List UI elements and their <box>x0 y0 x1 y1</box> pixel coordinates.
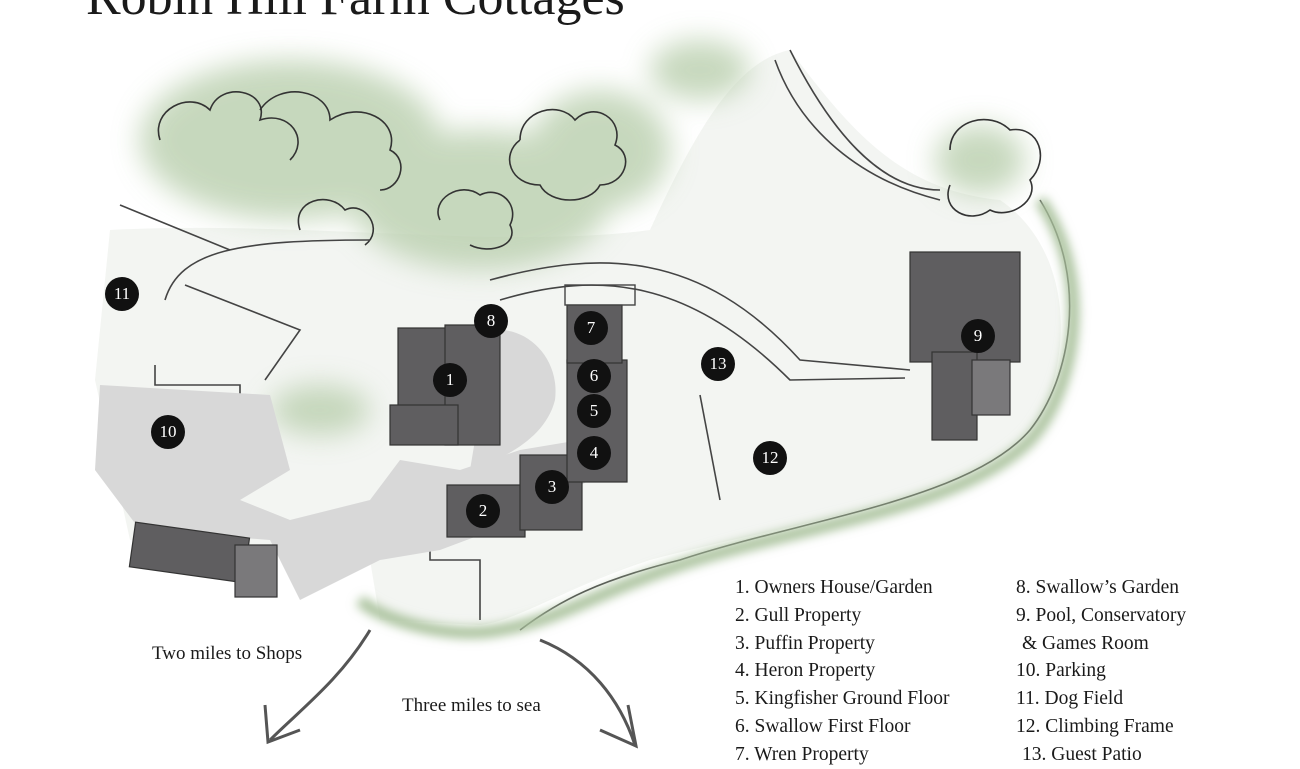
map-marker-5: 5 <box>577 394 611 428</box>
legend-right: 8. Swallow’s Garden 9. Pool, Conservator… <box>1016 574 1186 769</box>
map-marker-6: 6 <box>577 359 611 393</box>
legend-item: 8. Swallow’s Garden <box>1016 577 1180 598</box>
hedge <box>355 196 1080 639</box>
legend-item: 6. Swallow First Floor <box>735 715 911 737</box>
map-marker-1: 1 <box>433 363 467 397</box>
legend-item: 11. Dog Field <box>1016 688 1124 710</box>
legend-item: 3. Puffin Property <box>735 632 875 654</box>
shops-direction-label: Two miles to Shops <box>152 643 303 664</box>
map-marker-3: 3 <box>535 470 569 504</box>
sea-direction-label: Three miles to sea <box>402 695 541 716</box>
legend-item: 5. Kingfisher Ground Floor <box>735 688 950 710</box>
legend-item: 9. Pool, Conservatory <box>1016 604 1187 626</box>
legend-item: 10. Parking <box>1016 660 1106 682</box>
legend-item: 2. Gull Property <box>735 604 862 626</box>
map-title: Robin Hill Farm Cottages <box>86 0 625 27</box>
woodland <box>140 40 1025 435</box>
map-marker-12: 12 <box>753 441 787 475</box>
legend-item: 1. Owners House/Garden <box>735 577 933 598</box>
legend-item: 12. Climbing Frame <box>1016 715 1174 737</box>
map-marker-13: 13 <box>701 347 735 381</box>
tree-outlines <box>157 91 1042 250</box>
arrow-to-shops <box>268 629 372 742</box>
legend-left: 1. Owners House/Garden 2. Gull Property … <box>735 574 949 769</box>
map-marker-7: 7 <box>574 311 608 345</box>
legend-item: 7. Wren Property <box>735 743 869 765</box>
legend-item: 4. Heron Property <box>735 660 876 682</box>
legend-item: 13. Guest Patio <box>1022 743 1142 765</box>
map-marker-9: 9 <box>961 319 995 353</box>
map-marker-2: 2 <box>466 494 500 528</box>
map-marker-8: 8 <box>474 304 508 338</box>
arrow-to-sea <box>539 638 637 746</box>
map-marker-11: 11 <box>105 277 139 311</box>
map-marker-4: 4 <box>577 436 611 470</box>
legend-item: & Games Room <box>1022 632 1149 654</box>
direction-arrows <box>263 629 639 749</box>
map-marker-10: 10 <box>151 415 185 449</box>
